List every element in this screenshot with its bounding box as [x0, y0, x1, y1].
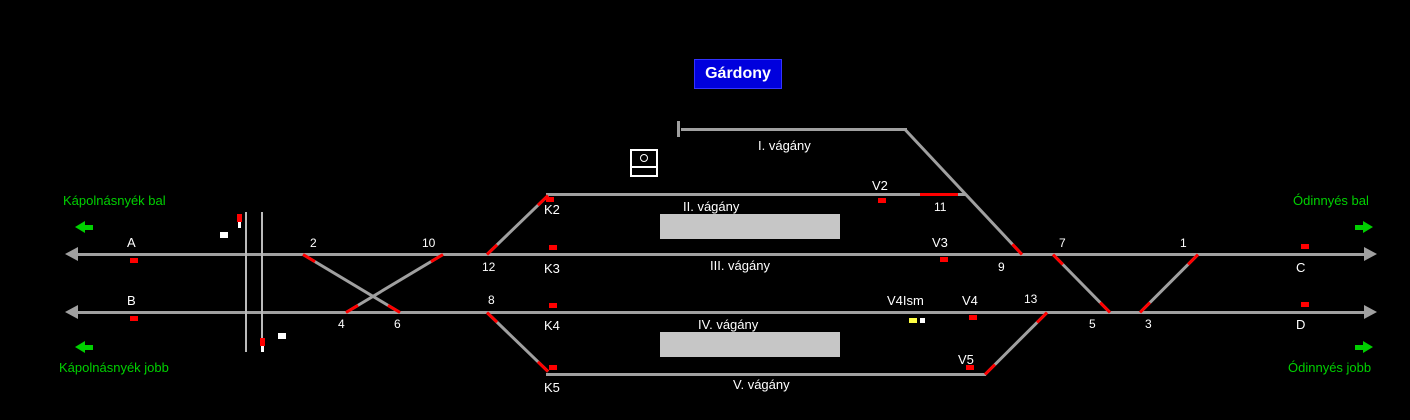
signal-v5-label: V5	[958, 352, 974, 367]
arrow-tail	[1355, 345, 1363, 350]
signal-v5-head[interactable]	[966, 365, 974, 370]
switch-label-13[interactable]: 13	[1024, 292, 1038, 306]
direction-label-odinnyes-jobb: Ódinnyés jobb	[1288, 360, 1372, 375]
switch-label-4[interactable]: 4	[338, 317, 345, 331]
signal-k4-label: K4	[544, 318, 560, 333]
station-building-icon	[630, 149, 658, 177]
direction-arrow-right-top[interactable]	[1355, 221, 1375, 234]
direction-label-odinnyes-bal: Ódinnyés bal	[1293, 193, 1369, 208]
station-title: Gárdony	[694, 59, 782, 89]
endpoint-c-label: C	[1296, 260, 1306, 275]
level-crossing-line-2	[261, 212, 263, 352]
turnout-stub	[536, 360, 550, 373]
track-5-label: V. vágány	[733, 377, 790, 392]
arrow-head-icon	[75, 341, 85, 353]
track-3-line	[78, 253, 1364, 256]
signal-k2-label: K2	[544, 202, 560, 217]
arrow-head-icon	[75, 221, 85, 233]
crossing-signal-bottom[interactable]	[260, 338, 265, 346]
switch-label-8[interactable]: 8	[488, 293, 495, 307]
arrow-tail	[85, 345, 93, 350]
signal-k5-label: K5	[544, 380, 560, 395]
endpoint-d-label: D	[1296, 317, 1306, 332]
track-1-buffer-stop	[677, 121, 680, 137]
signal-v4ism-indicator-yellow[interactable]	[909, 318, 917, 323]
endpoint-b-label: B	[127, 293, 136, 308]
level-crossing-line-1	[245, 212, 247, 352]
track-4-arrow-left	[65, 305, 78, 319]
track-5-line	[546, 373, 986, 376]
signal-k5-head[interactable]	[549, 365, 557, 370]
signal-k2-head[interactable]	[546, 197, 554, 202]
switch-label-6[interactable]: 6	[394, 317, 401, 331]
building-base-line	[632, 166, 656, 168]
arrow-tail	[1355, 225, 1363, 230]
switch-label-2[interactable]: 2	[310, 236, 317, 250]
direction-arrow-left-bottom[interactable]	[75, 341, 95, 354]
turnout-stub	[983, 363, 996, 376]
switch-label-12[interactable]: 12	[482, 260, 496, 274]
crossing-signal-top[interactable]	[237, 214, 242, 222]
crossing-signal-bottom-mast	[261, 346, 264, 352]
crossover-2-6-line	[302, 253, 401, 314]
switch-label-5[interactable]: 5	[1089, 317, 1096, 331]
signal-b-head[interactable]	[130, 316, 138, 321]
signal-k3-label: K3	[544, 261, 560, 276]
signal-v4-head[interactable]	[969, 315, 977, 320]
track-1-connector-line	[903, 128, 1023, 256]
track-4-arrow-right	[1364, 305, 1377, 319]
track-1-line	[681, 128, 907, 131]
signal-v3-label: V3	[932, 235, 948, 250]
arrow-head-icon	[1363, 341, 1373, 353]
endpoint-a-label: A	[127, 235, 136, 250]
switch-label-10[interactable]: 10	[422, 236, 436, 250]
signal-v4ism-indicator-white[interactable]	[920, 318, 925, 323]
crossover-10-4-line	[345, 253, 444, 314]
switch-label-3[interactable]: 3	[1145, 317, 1152, 331]
platform-between-track4-track5	[660, 332, 840, 357]
track-3-arrow-left	[65, 247, 78, 261]
signal-a-head[interactable]	[130, 258, 138, 263]
crossing-indicator-white-bottom[interactable]	[278, 333, 286, 339]
track-4-label: IV. vágány	[698, 317, 759, 332]
signal-v2-label: V2	[872, 178, 888, 193]
direction-label-kapolnasnyek-bal: Kápolnásnyék bal	[63, 193, 166, 208]
arrow-head-icon	[1363, 221, 1373, 233]
crossing-indicator-white-top[interactable]	[220, 232, 228, 238]
direction-arrow-left-top[interactable]	[75, 221, 95, 234]
signal-v2-head[interactable]	[878, 198, 886, 203]
signal-d-head[interactable]	[1301, 302, 1309, 307]
signal-k3-head[interactable]	[549, 245, 557, 250]
track-1-label: I. vágány	[758, 138, 811, 153]
track-3-arrow-right	[1364, 247, 1377, 261]
building-clock-icon	[640, 154, 648, 162]
signal-v3-head[interactable]	[940, 257, 948, 262]
platform-between-track2-track3	[660, 214, 840, 239]
switch-label-7[interactable]: 7	[1059, 236, 1066, 250]
arrow-tail	[85, 225, 93, 230]
track-4-line	[78, 311, 1364, 314]
switch-label-11[interactable]: 11	[934, 200, 947, 214]
signal-v4ism-label: V4Ism	[887, 293, 924, 308]
track-2-line	[546, 193, 966, 196]
signal-v4-label: V4	[962, 293, 978, 308]
direction-arrow-right-bottom[interactable]	[1355, 341, 1375, 354]
signal-k4-head[interactable]	[549, 303, 557, 308]
signal-c-head[interactable]	[1301, 244, 1309, 249]
crossing-signal-top-mast	[238, 222, 241, 228]
track-3-label: III. vágány	[710, 258, 770, 273]
switch-label-9[interactable]: 9	[998, 260, 1005, 274]
switch-label-1[interactable]: 1	[1180, 236, 1187, 250]
track-2-label: II. vágány	[683, 199, 740, 214]
occupied-track-segment	[920, 193, 958, 196]
direction-label-kapolnasnyek-jobb: Kápolnásnyék jobb	[59, 360, 169, 375]
